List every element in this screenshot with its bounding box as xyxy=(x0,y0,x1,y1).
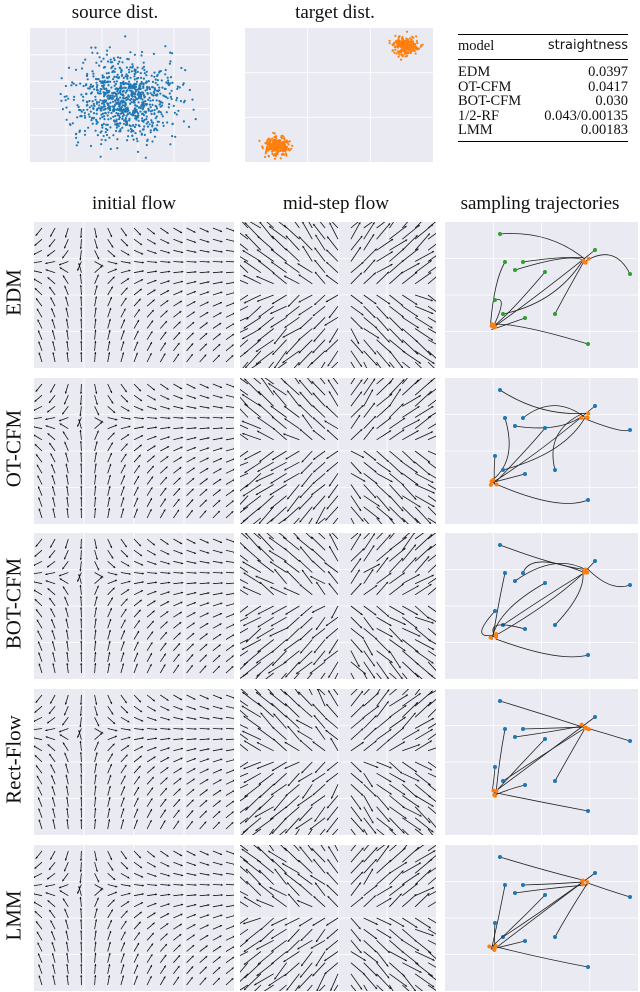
mid-step-flow-plot xyxy=(240,222,436,368)
col-straightness-header: straightness xyxy=(547,38,628,53)
model-cell: LMM xyxy=(458,122,493,138)
trajectories xyxy=(481,543,632,658)
trajectories xyxy=(487,855,632,969)
flow-arrows xyxy=(34,227,234,363)
table-header: model straightness xyxy=(458,34,628,60)
flow-arrows xyxy=(240,378,436,524)
trajectories xyxy=(488,388,632,504)
table-row: EDM 0.0397 xyxy=(458,65,628,80)
value-cell: 0.00183 xyxy=(580,122,628,138)
value-cell: 0.0417 xyxy=(588,78,628,95)
flow-arrows xyxy=(34,850,234,986)
trajectories xyxy=(489,232,632,346)
mid-step-flow-plot xyxy=(240,845,436,991)
row-label-rect-flow: Rect-Flow xyxy=(1,715,26,804)
mid-step-flow-plot xyxy=(240,533,436,679)
model-cell: OT-CFM xyxy=(458,78,512,95)
sampling-trajectories-plot xyxy=(445,378,638,524)
model-cell: BOT-CFM xyxy=(458,93,522,109)
initial-flow-plot xyxy=(34,533,234,679)
row-label-ot-cfm: OT-CFM xyxy=(1,409,26,488)
table-row: LMM 0.00183 xyxy=(458,123,628,138)
row-label-edm: EDM xyxy=(1,269,26,316)
row-label-lmm: LMM xyxy=(1,890,26,941)
mid-step-flow-plot xyxy=(240,378,436,524)
target-dist-title: target dist. xyxy=(295,2,375,23)
mid-step-flow-plot xyxy=(240,689,436,835)
sampling-trajectories-plot xyxy=(445,689,638,835)
straightness-table: model straightness EDM 0.0397 OT-CFM 0.041… xyxy=(458,34,628,142)
row-label-bot-cfm: BOT-CFM xyxy=(1,557,26,650)
model-cell: 1/2-RF xyxy=(458,107,500,124)
table-row: 1/2-RF 0.043/0.00135 xyxy=(458,107,628,124)
initial-flow-plot xyxy=(34,689,234,835)
source-dist-title: source dist. xyxy=(71,2,159,23)
flow-arrows xyxy=(240,689,436,835)
sampling-trajectories-plot xyxy=(445,845,638,991)
col-title-mid-step-flow: mid-step flow xyxy=(282,193,390,214)
flow-arrows xyxy=(240,845,436,991)
model-cell: EDM xyxy=(458,64,491,80)
source-points xyxy=(59,35,197,159)
sampling-trajectories-plot xyxy=(445,222,638,368)
col-title-sampling-trajectories: sampling trajectories xyxy=(460,193,620,214)
value-cell: 0.030 xyxy=(595,93,628,109)
table-row: BOT-CFM 0.030 xyxy=(458,94,628,109)
flow-arrows xyxy=(34,383,234,519)
table-row: OT-CFM 0.0417 xyxy=(458,78,628,95)
flow-arrows xyxy=(34,538,234,674)
flow-arrows xyxy=(240,222,436,368)
col-model-header: model xyxy=(458,38,495,54)
target-points xyxy=(258,30,424,160)
trajectories xyxy=(491,699,632,813)
initial-flow-plot xyxy=(34,845,234,991)
sampling-trajectories-plot xyxy=(445,533,638,679)
flow-arrows xyxy=(34,694,234,830)
source-dist-plot xyxy=(30,28,210,162)
value-cell: 0.043/0.00135 xyxy=(544,107,628,124)
initial-flow-plot xyxy=(34,222,234,368)
target-dist-plot xyxy=(245,28,433,162)
flow-arrows xyxy=(240,533,436,679)
value-cell: 0.0397 xyxy=(588,64,628,80)
col-title-initial-flow: initial flow xyxy=(92,193,176,214)
initial-flow-plot xyxy=(34,378,234,524)
